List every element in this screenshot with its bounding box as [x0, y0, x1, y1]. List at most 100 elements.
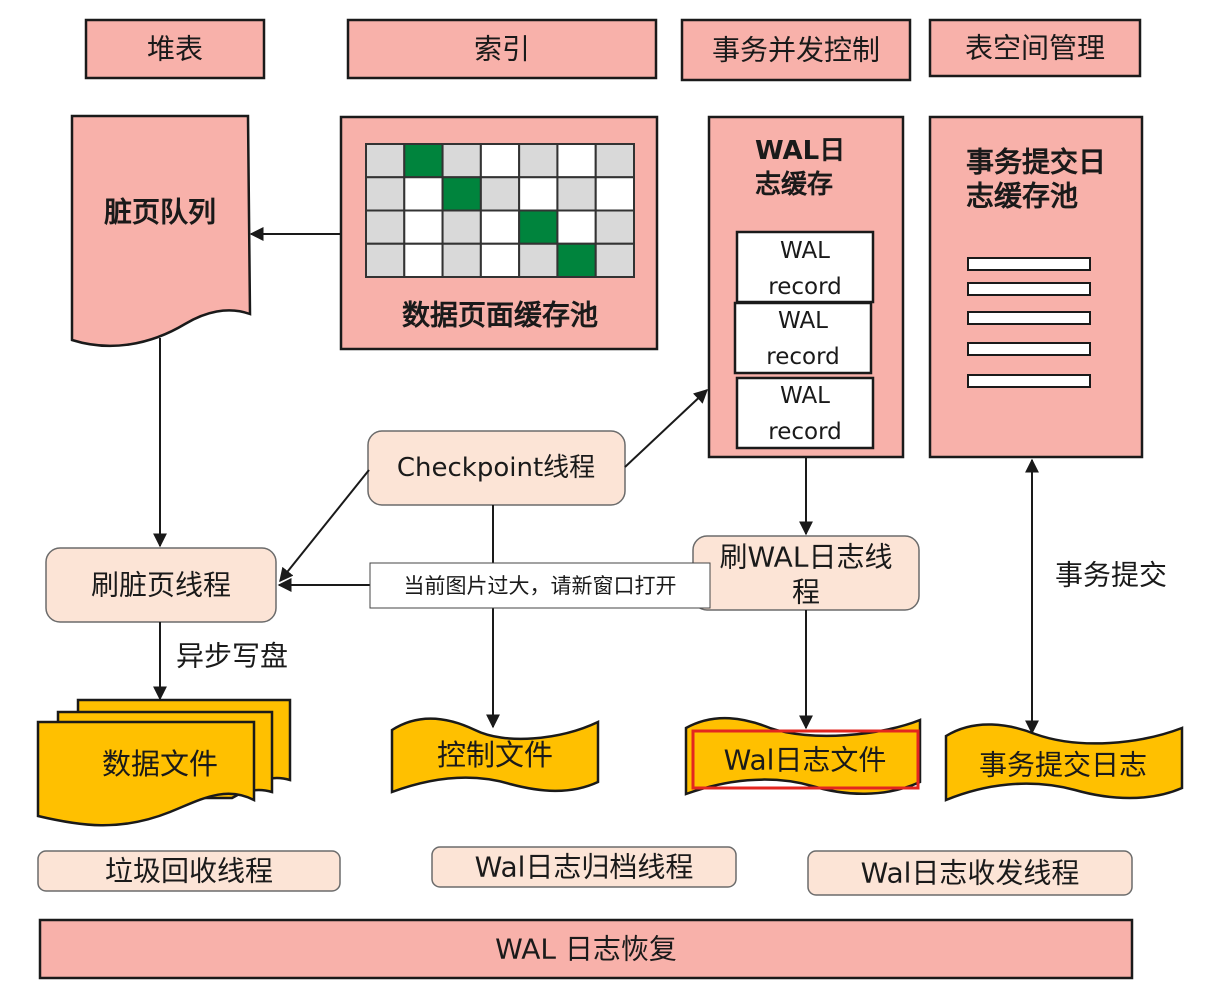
module-label: 堆表: [147, 33, 203, 66]
page-cell-gray: [441, 143, 482, 179]
page-cell-white: [403, 209, 444, 245]
dirty-page-queue-shape: [70, 114, 252, 348]
dirty-page-queue: 脏页队列: [70, 114, 252, 348]
wal-archive-thread-box: [431, 846, 737, 888]
data-files-label: 数据文件: [102, 747, 218, 781]
page-grid: [365, 143, 636, 278]
control-file: 控制文件: [390, 717, 600, 794]
wal-record-line1: WAL: [780, 383, 830, 409]
page-cell-gray: [365, 176, 406, 212]
module-box: [84, 18, 266, 80]
page-cell-white: [594, 176, 636, 212]
page-buffer-pool-label: 数据页面缓存池: [402, 299, 598, 332]
flush-wal-thread: 刷WAL日志线 程: [692, 535, 920, 611]
wal-record: WAL record: [733, 301, 873, 375]
commit-log-buffer-title-line1: 事务提交日: [966, 146, 1106, 179]
wal-record-line2: record: [766, 344, 839, 370]
checkpoint-thread-label: Checkpoint线程: [397, 453, 595, 483]
edge-checkpoint-to-wal-buffer: [624, 389, 709, 468]
checkpoint-thread-box: [367, 430, 626, 506]
edge-label-commit: 事务提交: [1055, 559, 1167, 592]
garbage-collection-thread-box: [37, 850, 341, 892]
wal-record-line2: record: [768, 274, 841, 300]
wal-record-line1: WAL: [778, 308, 828, 334]
page-cell-green: [518, 209, 559, 245]
control-file-shape: [390, 717, 600, 794]
wal-log-file-shape: [684, 716, 922, 796]
page-cell-white: [518, 176, 559, 212]
notice-box[interactable]: [369, 562, 711, 609]
commit-log-slot: [967, 374, 1091, 388]
wal-recovery: WAL 日志恢复: [38, 918, 1134, 980]
edge-label-async-write: 异步写盘: [176, 640, 288, 673]
wal-buffer-title-line1: WAL日: [755, 136, 845, 166]
module-label: 事务并发控制: [712, 34, 880, 67]
garbage-collection-thread: 垃圾回收线程: [37, 850, 341, 892]
wal-log-file: Wal日志文件: [684, 716, 922, 796]
wal-buffer: WAL日 志缓存 WAL record WAL record WAL recor…: [707, 115, 905, 459]
wal-record-line1: WAL: [780, 238, 830, 264]
module-index: 索引: [346, 18, 658, 80]
commit-log-slot: [967, 342, 1091, 356]
page-cell-gray: [365, 242, 406, 278]
commit-log-slot: [967, 282, 1091, 296]
page-cell-white: [556, 143, 597, 179]
wal-record: WAL record: [735, 376, 875, 450]
module-box: [928, 18, 1142, 78]
edge-checkpoint-to-flush-thread: [279, 469, 370, 583]
commit-log-slot: [967, 257, 1091, 271]
data-file-page-front: [36, 720, 256, 827]
page-cell-white: [479, 209, 521, 245]
flush-wal-thread-label-line2: 程: [792, 576, 820, 609]
commit-log-buffer-title-line2: 志缓存池: [966, 180, 1078, 213]
module-box: [346, 18, 658, 80]
wal-record-line2: record: [768, 419, 841, 445]
flush-dirty-pages-thread: 刷脏页线程: [45, 547, 277, 623]
page-cell-white: [403, 176, 444, 212]
flush-dirty-pages-thread-label: 刷脏页线程: [91, 569, 231, 602]
wal-record-box: [735, 376, 875, 450]
commit-log-file-shape: [944, 723, 1184, 802]
wal-archive-thread: Wal日志归档线程: [431, 846, 737, 888]
page-cell-gray: [365, 143, 406, 179]
page-cell-white: [403, 242, 444, 278]
wal-send-receive-thread: Wal日志收发线程: [807, 850, 1133, 896]
page-cell-green: [441, 176, 482, 212]
page-cell-green: [556, 242, 597, 278]
module-label: 表空间管理: [965, 32, 1105, 65]
garbage-collection-thread-label: 垃圾回收线程: [105, 855, 273, 888]
page-cell-gray: [594, 209, 636, 245]
module-concurrency-control: 事务并发控制: [680, 18, 912, 82]
control-file-label: 控制文件: [437, 738, 553, 772]
commit-log-file-label: 事务提交日志: [979, 749, 1147, 782]
page-cell-green: [403, 143, 444, 179]
wal-recovery-box: [38, 918, 1134, 980]
notice-text[interactable]: 当前图片过大，请新窗口打开: [404, 574, 677, 598]
wal-recovery-label: WAL 日志恢复: [495, 933, 677, 966]
page-cell-gray: [594, 242, 636, 278]
commit-log-file: 事务提交日志: [944, 723, 1184, 802]
module-tablespace: 表空间管理: [928, 18, 1142, 78]
flush-wal-thread-label-line1: 刷WAL日志线: [720, 541, 893, 574]
checkpoint-thread: Checkpoint线程: [367, 430, 626, 506]
wal-buffer-title-line2: 志缓存: [755, 169, 833, 200]
page-cell-gray: [441, 209, 482, 245]
dirty-page-queue-label: 脏页队列: [104, 196, 216, 229]
open-in-new-window-notice[interactable]: 当前图片过大，请新窗口打开: [369, 562, 711, 609]
page-cell-gray: [441, 242, 482, 278]
wal-log-file-highlight: [691, 729, 920, 790]
page-cell-gray: [594, 143, 636, 179]
page-cell-gray: [365, 209, 406, 245]
data-files: 数据文件: [36, 698, 292, 827]
page-cell-gray: [518, 143, 559, 179]
page-buffer-pool: 数据页面缓存池: [339, 115, 659, 351]
wal-send-receive-thread-label: Wal日志收发线程: [861, 857, 1080, 890]
wal-log-file-label: Wal日志文件: [724, 744, 887, 777]
commit-log-slot: [967, 311, 1091, 325]
page-cell-gray: [479, 176, 521, 212]
commit-log-buffer: 事务提交日 志缓存池: [928, 115, 1144, 459]
wal-record-box: [733, 301, 873, 375]
module-heap-table: 堆表: [84, 18, 266, 80]
